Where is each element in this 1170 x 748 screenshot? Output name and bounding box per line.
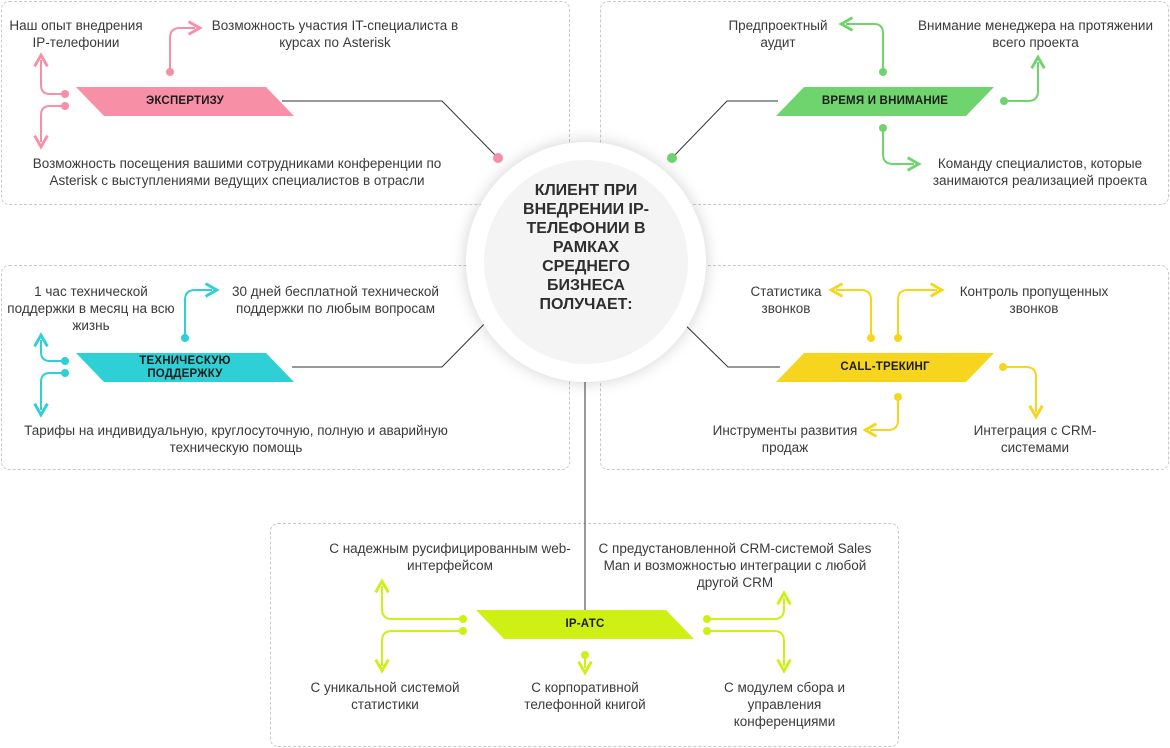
calltracking-item-4: Интеграция с CRM-системами <box>973 423 1097 455</box>
expertise-banner: ЭКСПЕРТИЗУ <box>76 87 294 116</box>
dot-calltracking-4 <box>999 363 1007 371</box>
connector-calltracking <box>671 311 780 368</box>
dot-time-3 <box>879 124 887 132</box>
ipats-item-4: С корпоративной телефонной книгой <box>524 680 646 712</box>
ipats-label: IP-АТС <box>565 618 605 630</box>
center-inner: КЛИЕНТ ПРИ ВНЕДРЕНИИ IP-ТЕЛЕФОНИИ В РАМК… <box>484 160 688 364</box>
dot-ipats-2 <box>703 615 711 623</box>
time-item-1: Предпроектный аудит <box>728 18 828 50</box>
arrow-ipats-3 <box>374 630 463 674</box>
dot-time-2 <box>1000 97 1008 105</box>
arrow-expertise-1 <box>33 52 65 95</box>
calltracking-label: CALL-ТРЕКИНГ <box>840 361 930 373</box>
support-banner: ТЕХНИЧЕСКУЮ ПОДДЕРЖКУ <box>76 353 294 382</box>
arrow-time-2 <box>1004 54 1046 102</box>
arrow-calltracking-4 <box>1003 366 1044 420</box>
dot-ipats-4 <box>581 651 589 659</box>
ipats-banner: IP-АТС <box>476 610 694 639</box>
arrow-ipats-1 <box>374 578 463 620</box>
arrow-support-1 <box>33 332 65 362</box>
ipats-item-1: С надежным русифицированным web-интерфей… <box>329 541 571 573</box>
dot-support-3 <box>61 369 69 377</box>
arrow-support-3 <box>33 372 65 418</box>
center-circle: КЛИЕНТ ПРИ ВНЕДРЕНИИ IP-ТЕЛЕФОНИИ В РАМК… <box>466 142 706 382</box>
dot-calltracking-3 <box>894 393 902 401</box>
dot-ipats-1 <box>459 615 467 623</box>
expertise-item-2: Возможность участия IT-специалиста в кур… <box>211 18 459 50</box>
arrow-time-3 <box>882 128 922 172</box>
arrow-support-2 <box>184 282 220 338</box>
arrow-ipats-5 <box>707 630 792 674</box>
dot-calltracking-1 <box>867 334 875 342</box>
dot-support-2 <box>181 334 189 342</box>
ipats-item-5: С модулем сбора и управления конференция… <box>723 680 846 729</box>
ipats-item-3: С уникальной системой статистики <box>310 680 460 712</box>
center-title: КЛИЕНТ ПРИ ВНЕДРЕНИИ IP-ТЕЛЕФОНИИ В РАМК… <box>523 181 649 313</box>
time-section <box>600 1 1169 205</box>
expertise-section <box>1 1 570 205</box>
connector-support <box>292 311 497 368</box>
time-banner: ВРЕМЯ И ВНИМАНИЕ <box>776 87 994 116</box>
calltracking-item-2: Контроль пропущенных звонков <box>959 284 1109 316</box>
dot-time <box>667 153 677 163</box>
ipats-item-2: С предустановленной CRM-системой Sales M… <box>598 541 872 590</box>
expertise-item-3: Возможность посещения вашими сотрудникам… <box>32 156 442 188</box>
calltracking-banner: CALL-ТРЕКИНГ <box>776 353 994 382</box>
calltracking-item-3: Инструменты развития продаж <box>712 423 858 455</box>
connector-expertise <box>282 100 499 159</box>
arrow-time-1 <box>838 16 884 72</box>
time-item-3: Команду специалистов, которые занимаются… <box>932 156 1148 188</box>
dot-ipats-5 <box>703 627 711 635</box>
arrow-calltracking-3 <box>862 397 899 438</box>
time-label: ВРЕМЯ И ВНИМАНИЕ <box>821 95 949 107</box>
expertise-item-1: Наш опыт внедрения IP-телефонии <box>9 18 143 50</box>
support-item-1: 1 час технической поддержки в месяц на в… <box>7 284 175 333</box>
arrow-calltracking-1 <box>828 282 872 338</box>
dot-calltracking-2 <box>894 334 902 342</box>
dot-ipats-3 <box>459 627 467 635</box>
dot-expertise-3 <box>61 102 69 110</box>
dot-expertise-1 <box>61 90 69 98</box>
dot-expertise-2 <box>166 68 174 76</box>
dot-expertise <box>493 153 503 163</box>
arrow-expertise-3 <box>33 105 65 150</box>
arrow-ipats-2 <box>707 590 792 620</box>
connector-time <box>671 100 778 159</box>
calltracking-item-1: Статистика звонков <box>750 284 822 316</box>
time-item-2: Внимание менеджера на протяжении всего п… <box>918 18 1153 50</box>
dot-time-1 <box>879 68 887 76</box>
expertise-label: ЭКСПЕРТИЗУ <box>145 95 225 107</box>
support-item-2: 30 дней бесплатной технической поддержки… <box>232 284 439 316</box>
dot-support-1 <box>61 357 69 365</box>
arrow-expertise-2 <box>169 20 203 72</box>
support-item-3: Тарифы на индивидуальную, круглосуточную… <box>24 423 448 455</box>
support-label: ТЕХНИЧЕСКУЮ ПОДДЕРЖКУ <box>139 354 231 380</box>
arrow-calltracking-2 <box>897 282 945 338</box>
